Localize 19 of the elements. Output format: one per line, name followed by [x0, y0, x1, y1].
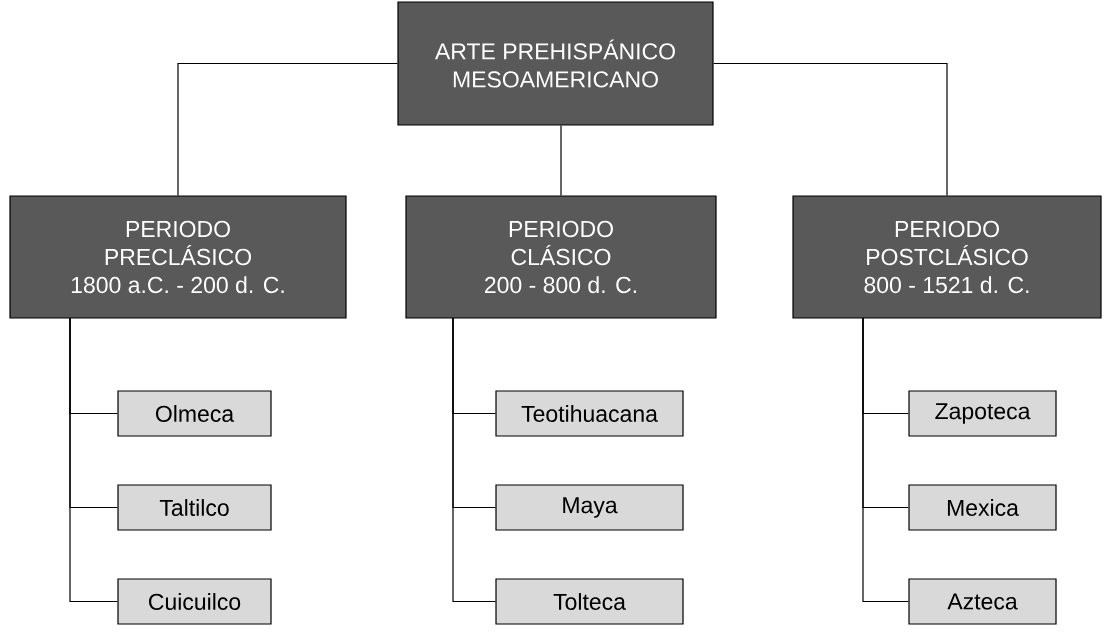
culture-box: Olmeca [117, 390, 272, 437]
culture-box: Maya [495, 484, 684, 531]
culture-box: Mexica [908, 484, 1057, 531]
connector [69, 317, 118, 603]
connector [177, 62, 398, 196]
connector [713, 62, 948, 196]
period-box: PERIODO PRECLÁSICO 1800 a.C. - 200 d. C. [9, 195, 347, 319]
connector [560, 125, 562, 196]
culture-box: Zapoteca [908, 390, 1057, 437]
culture-box: Taltilco [117, 484, 272, 531]
heading-box: ARTE PREHISPÁNICO MESOAMERICANO [397, 1, 714, 126]
connector [452, 317, 496, 603]
culture-box: Azteca [908, 578, 1057, 625]
culture-box: Cuicuilco [117, 578, 272, 625]
period-box: PERIODO CLÁSICO 200 - 800 d. C. [405, 195, 717, 319]
connector [862, 317, 909, 603]
culture-box: Tolteca [495, 578, 684, 625]
period-box: PERIODO POSTCLÁSICO 800 - 1521 d. C. [792, 195, 1102, 319]
culture-box: Teotihuacana [495, 390, 684, 437]
